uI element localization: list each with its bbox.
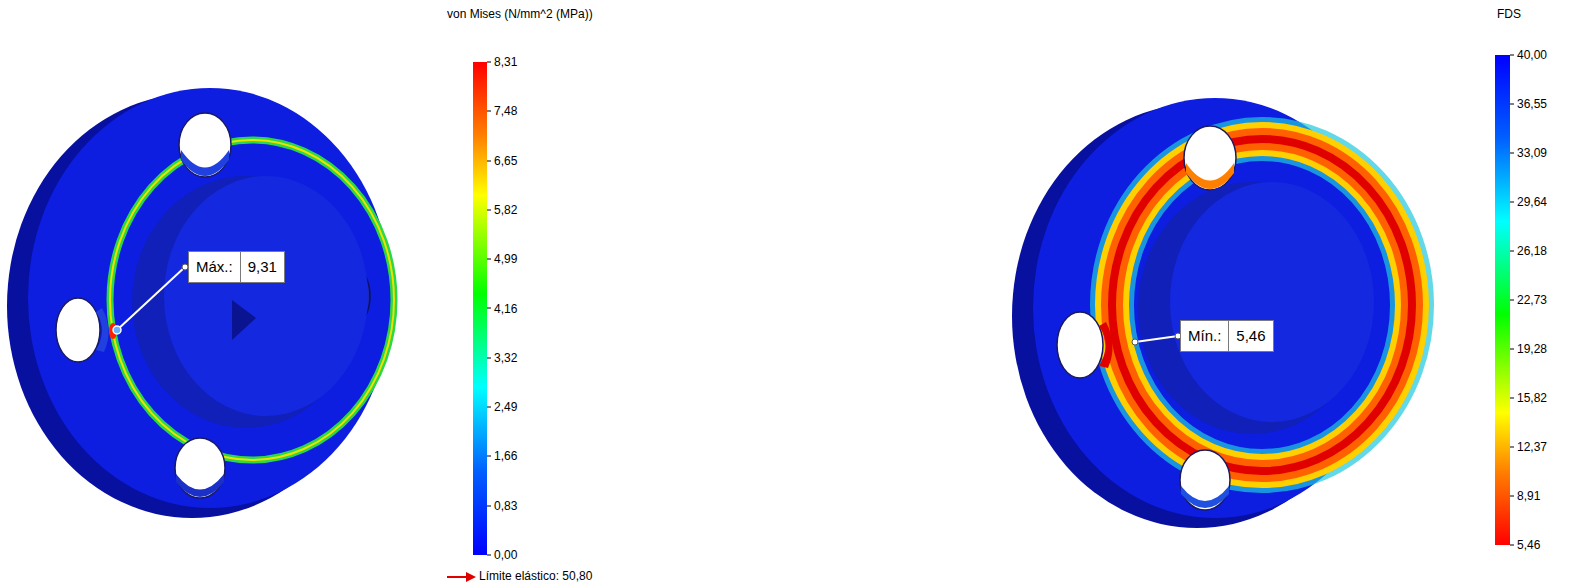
callout-box: Mín.:5,46: [1180, 320, 1274, 352]
scale-value: 5,46: [1517, 538, 1540, 552]
color-bar: [1495, 55, 1510, 545]
scale-value: 0,00: [494, 548, 517, 562]
scale-title: von Mises (N/mm^2 (MPa)): [447, 7, 593, 21]
scale-value: 36,55: [1517, 97, 1547, 111]
scale-value: 22,73: [1517, 293, 1547, 307]
scale-value: 19,28: [1517, 342, 1547, 356]
scale-value: 12,37: [1517, 440, 1547, 454]
callout-value: 9,31: [240, 252, 284, 282]
color-bar-ticks: [487, 62, 491, 555]
yield-limit-note: Límite elástico: 50,80: [479, 569, 592, 583]
callout-label: Mín.:: [1181, 321, 1228, 351]
flange-fds: [1012, 98, 1412, 528]
scale-value: 8,91: [1517, 489, 1540, 503]
scale-value: 5,82: [494, 203, 517, 217]
callout-value: 5,46: [1228, 321, 1272, 351]
callout-box: Máx.:9,31: [188, 251, 285, 283]
scale-value: 0,83: [494, 499, 517, 513]
flange-vonmises: [7, 88, 394, 518]
color-bar: [473, 62, 487, 555]
scale-value: 6,65: [494, 154, 517, 168]
scale-value: 2,49: [494, 400, 517, 414]
scale-value: 8,31: [494, 55, 517, 69]
scale-value: 40,00: [1517, 48, 1547, 62]
scale-value: 15,82: [1517, 391, 1547, 405]
scale-value: 1,66: [494, 449, 517, 463]
scale-value: 7,48: [494, 104, 517, 118]
scale-value: 3,32: [494, 351, 517, 365]
yield-arrow: [447, 572, 476, 582]
scale-value: 29,64: [1517, 195, 1547, 209]
scale-title: FDS: [1497, 7, 1521, 21]
scale-value: 26,18: [1517, 244, 1547, 258]
scale-value: 4,16: [494, 302, 517, 316]
scale-value: 4,99: [494, 252, 517, 266]
color-bar-ticks: [1510, 55, 1514, 545]
scale-value: 33,09: [1517, 146, 1547, 160]
callout-label: Máx.:: [189, 252, 240, 282]
